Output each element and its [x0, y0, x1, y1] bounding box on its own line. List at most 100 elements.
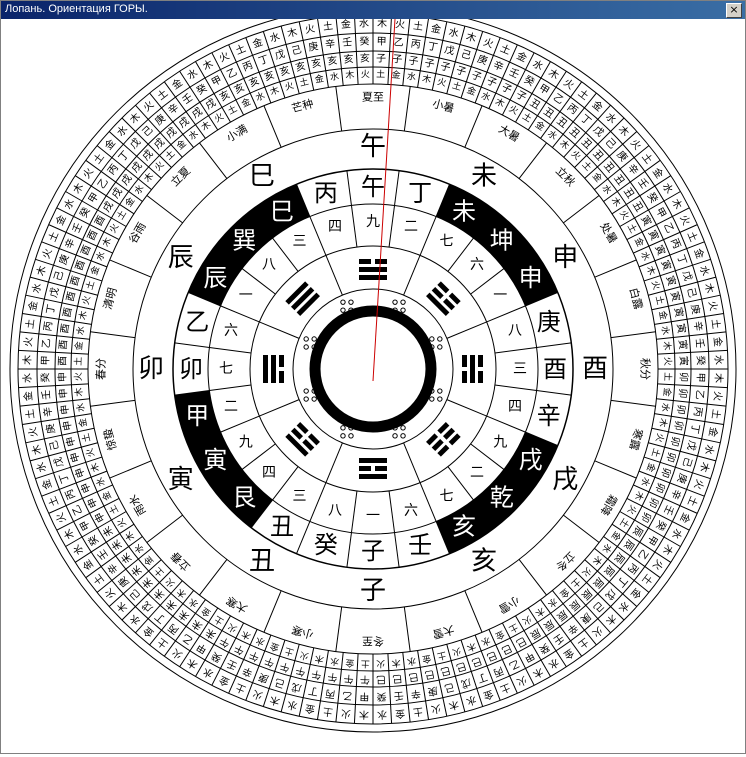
- outer-element-glyph: 水: [546, 656, 561, 671]
- trigram-line-solid: [271, 355, 276, 383]
- outer-element-glyph: 火: [515, 673, 529, 688]
- trigram-line-broken: [290, 427, 303, 440]
- outer-ring-divider: [262, 639, 286, 707]
- outer-ring-divider: [121, 117, 172, 168]
- outer-element-glyph: 土: [639, 572, 655, 588]
- outer-ring-divider: [135, 580, 183, 634]
- outer-branch-glyph: 亥: [278, 63, 291, 78]
- outer-inner-element-glyph: 木: [76, 310, 89, 321]
- outer-stem-glyph: 丁: [153, 610, 168, 625]
- trigram-line-broken: [437, 422, 450, 435]
- outer-ring-divider: [179, 70, 219, 131]
- outer-element-glyph: 火: [141, 98, 156, 114]
- outer-branch-large: 戌: [552, 465, 578, 495]
- outer-stem-glyph: 壬: [180, 91, 195, 107]
- outer-ring-divider: [163, 599, 206, 657]
- solar-term-divider: [335, 606, 343, 652]
- outer-branch-glyph: 亥: [262, 68, 276, 84]
- star-dot: [437, 388, 443, 394]
- compass-canvas[interactable]: 木甲子土火乙子金土丙子水金丁子木水戊子火木己子土火庚子金土辛子水金壬子木水癸子火…: [1, 5, 745, 753]
- outer-element-glyph: 土: [45, 229, 61, 243]
- luopan-compass[interactable]: 木甲子土火乙子金土丙子水金丁子木水戊子火木己子土火庚子金土辛子水金壬子木水癸子火…: [1, 5, 745, 753]
- solar-term-divider: [563, 195, 600, 224]
- solar-term-label: 小雪: [496, 593, 522, 615]
- outer-stem-glyph: 庚: [674, 472, 690, 486]
- star-dot: [311, 344, 317, 350]
- trigram-line-broken: [437, 281, 450, 294]
- mountain-label: 申: [519, 264, 543, 292]
- outer-inner-element-glyph: 水: [638, 250, 653, 263]
- close-button[interactable]: ×: [726, 3, 742, 18]
- outer-branch-glyph: 卯: [652, 481, 667, 495]
- outer-stem-glyph: 甲: [359, 690, 369, 701]
- outer-stem-glyph: 甲: [40, 355, 51, 365]
- outer-ring-divider: [446, 644, 466, 713]
- outer-stem-glyph: 甲: [376, 36, 386, 47]
- title-bar[interactable]: Лопань. Ориентация ГОРЫ. ×: [1, 1, 745, 19]
- outer-inner-element-glyph: 土: [79, 432, 93, 444]
- outer-inner-element-glyph: 火: [507, 103, 520, 117]
- outer-ring-divider: [135, 104, 183, 158]
- trigram-line-solid: [359, 275, 387, 280]
- outer-element-glyph: 火: [217, 50, 231, 65]
- outer-element-glyph: 木: [71, 181, 86, 196]
- trigram-number-divider: [241, 443, 276, 470]
- outer-inner-element-glyph: 土: [436, 649, 448, 663]
- outer-element-glyph: 木: [268, 693, 281, 707]
- outer-stem-glyph: 壬: [95, 547, 111, 562]
- outer-element-glyph: 金: [21, 391, 35, 402]
- outer-branch-glyph: 午: [294, 664, 307, 679]
- solar-term-label: 白露: [627, 286, 646, 311]
- outer-stem-glyph: 辛: [410, 687, 422, 701]
- trigram-number-divider: [209, 346, 252, 354]
- solar-term-divider: [146, 514, 183, 543]
- trigram-number-divider: [494, 346, 537, 354]
- outer-stem-glyph: 壬: [393, 689, 404, 702]
- trigram-line-broken: [279, 371, 284, 383]
- outer-ring-divider: [35, 456, 103, 480]
- trigram-line-broken: [437, 444, 450, 457]
- trigram-number-divider: [241, 268, 276, 295]
- outer-inner-element-glyph: 金: [421, 652, 432, 665]
- outer-branch-glyph: 酉: [80, 244, 94, 257]
- outer-ring-divider: [387, 14, 393, 85]
- trigram-line-broken: [431, 439, 444, 452]
- mountain-label: 未: [452, 197, 476, 225]
- outer-branch-glyph: 巳: [392, 672, 403, 685]
- outer-inner-element-glyph: 木: [656, 417, 669, 428]
- outer-stem-glyph: 乙: [70, 503, 85, 517]
- star-dot: [437, 344, 443, 350]
- outer-ring-divider: [626, 497, 690, 531]
- trigram-line-solid: [285, 281, 309, 305]
- star-dot: [429, 396, 435, 402]
- star-dot: [348, 307, 354, 313]
- outer-ring-divider: [19, 398, 90, 407]
- outer-element-glyph: 金: [39, 478, 55, 492]
- outer-stem-glyph: 戊: [460, 676, 473, 690]
- solar-term-divider: [464, 590, 483, 633]
- trigram-line-broken: [448, 292, 461, 305]
- outer-inner-element-glyph: 水: [74, 325, 87, 336]
- outer-inner-element-glyph: 金: [345, 657, 355, 670]
- outer-element-glyph: 水: [268, 31, 281, 45]
- outer-element-glyph: 木: [531, 665, 546, 680]
- outer-stem-glyph: 戊: [603, 587, 619, 603]
- mountain-label: 艮: [232, 484, 256, 512]
- outer-ring-divider: [35, 258, 103, 282]
- outer-ring-divider: [29, 442, 98, 462]
- mountain-divider: [296, 521, 311, 554]
- outer-ring-divider: [643, 456, 711, 480]
- outer-element-glyph: 水: [712, 355, 724, 365]
- outer-stem-glyph: 丁: [58, 472, 72, 485]
- outer-ring-divider: [316, 18, 329, 88]
- outer-element-glyph: 水: [30, 282, 44, 295]
- outer-ring-divider: [584, 559, 638, 607]
- outer-element-glyph: 水: [62, 197, 77, 212]
- outer-branch-glyph: 午: [327, 670, 339, 684]
- outer-stem-glyph: 丙: [691, 406, 703, 417]
- outer-inner-element-glyph: 水: [659, 325, 672, 336]
- trigram-number-label: 三: [293, 488, 307, 504]
- outer-branch-large: 酉: [582, 354, 608, 384]
- ring-mountain-inner: [207, 203, 539, 535]
- outer-element-glyph: 土: [233, 41, 247, 57]
